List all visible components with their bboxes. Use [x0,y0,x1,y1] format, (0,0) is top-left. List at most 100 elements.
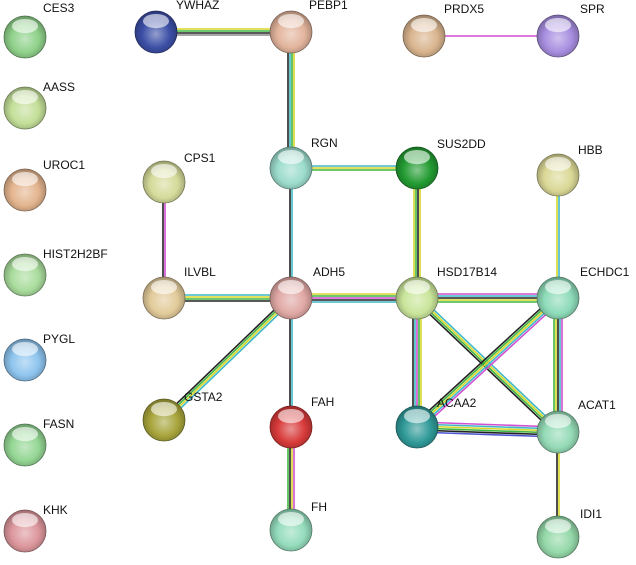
edge-strand-black [416,429,558,436]
node-fah[interactable]: FAH [269,395,334,449]
node-highlight [544,17,572,33]
node-hbb[interactable]: HBB [536,143,603,197]
node-label: GSTA2 [184,390,223,404]
node-label: CPS1 [184,151,216,165]
node-label: KHK [43,503,68,517]
edge-strand-black [413,294,556,425]
node-khk[interactable]: KHK [3,503,68,553]
node-label: PYGL [43,332,75,346]
node-adh5[interactable]: ADH5 [269,265,345,320]
edge-rgn-adh5 [289,168,293,298]
node-label: UROC1 [43,158,85,172]
node-highlight [11,18,39,34]
node-spr[interactable]: SPR [536,2,605,58]
node-gsta2[interactable]: GSTA2 [142,390,223,442]
node-fasn[interactable]: FASN [3,417,74,467]
edge-hsd17b14-echdc1 [417,293,558,303]
node-highlight [544,413,572,429]
edge-hsd17b14-acaa2 [412,298,422,427]
edge-echdc1-acaa2 [413,294,562,431]
node-label: RGN [311,136,338,150]
node-highlight [277,149,305,165]
edge-strand-blue [416,431,558,438]
node-uroc1[interactable]: UROC1 [3,158,85,212]
node-highlight [277,408,305,424]
node-highlight [403,149,431,165]
edge-strand-green [416,427,558,434]
node-highlight [544,156,572,172]
edge-strand-yellow [417,425,559,432]
edge-strand-black [161,295,290,419]
node-hsd17b14[interactable]: HSD17B14 [395,265,497,320]
node-label: CES3 [43,1,75,15]
node-hist2h2bf[interactable]: HIST2H2BF [3,247,108,297]
node-idi1[interactable]: IDI1 [536,507,602,559]
node-highlight [142,13,170,29]
node-highlight [150,163,178,179]
node-sus2dd[interactable]: SUS2DD [395,137,486,190]
edge-strand-green [162,296,291,420]
node-echdc1[interactable]: ECHDC1 [536,265,630,320]
node-label: HSD17B14 [437,265,497,279]
node-label: PRDX5 [444,2,484,16]
edge-strand-green [415,295,558,427]
node-highlight [11,426,39,442]
node-highlight [150,401,178,417]
edge-strand-magenta [417,421,559,428]
edges-layer [156,28,563,537]
node-rgn[interactable]: RGN [269,136,338,190]
edge-echdc1-acat1 [553,298,563,432]
node-label: FAH [311,395,334,409]
node-highlight [11,341,39,357]
edge-acaa2-acat1 [416,421,559,438]
node-highlight [277,511,305,527]
edge-ywhaz-pebp1 [156,28,291,36]
edge-strand-cyan [417,298,560,430]
node-label: AASS [43,80,75,94]
node-highlight [150,279,178,295]
node-acat1[interactable]: ACAT1 [536,398,616,454]
node-highlight [544,279,572,295]
node-highlight [11,512,39,528]
edge-strand-yellow [164,298,293,422]
node-label: ACAT1 [578,398,616,412]
node-pebp1[interactable]: PEBP1 [269,0,348,54]
node-pygl[interactable]: PYGL [3,332,75,382]
node-label: FH [311,500,327,514]
edge-sus2dd-hsd17b14 [413,168,421,298]
node-acaa2[interactable]: ACAA2 [395,396,477,449]
edge-strand-magenta [419,300,562,431]
node-label: YWHAZ [176,0,219,12]
node-cps1[interactable]: CPS1 [142,151,216,204]
node-label: HBB [578,143,603,157]
node-ywhaz[interactable]: YWHAZ [134,0,219,54]
node-label: SUS2DD [437,137,486,151]
node-label: HIST2H2BF [43,247,108,261]
node-prdx5[interactable]: PRDX5 [402,2,484,58]
node-highlight [410,17,438,33]
node-highlight [403,408,431,424]
node-aass[interactable]: AASS [3,80,75,130]
node-fh[interactable]: FH [269,500,327,552]
node-highlight [544,518,572,534]
edge-strand-cyan [417,423,559,430]
node-ilvbl[interactable]: ILVBL [142,265,216,320]
node-label: SPR [580,2,605,16]
edge-strand-yellow [416,297,559,428]
node-label: ADH5 [313,265,345,279]
node-highlight [403,279,431,295]
edge-pebp1-rgn [287,32,295,168]
node-label: IDI1 [580,507,602,521]
node-highlight [11,171,39,187]
node-label: FASN [43,417,74,431]
node-highlight [11,89,39,105]
node-ces3[interactable]: CES3 [3,1,75,59]
node-highlight [277,13,305,29]
edge-strand-cyan [165,299,294,423]
node-label: ILVBL [184,265,216,279]
node-label: PEBP1 [309,0,348,12]
edge-adh5-fah [289,298,293,427]
node-label: ACAA2 [437,396,477,410]
